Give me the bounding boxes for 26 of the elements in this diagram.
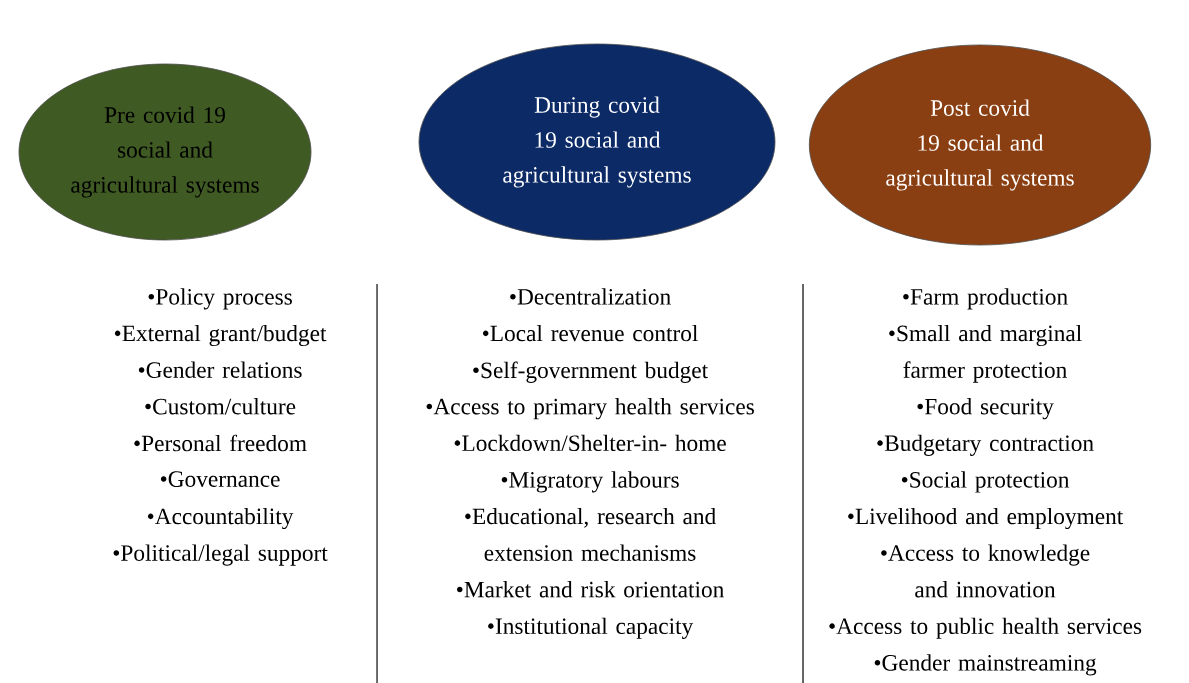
list-item: •Decentralization: [510, 288, 671, 305]
list-item: •Accountability: [147, 507, 294, 530]
list-item: •Small and marginal farmer protection: [889, 324, 1082, 383]
list-item: •Market and risk orientation: [457, 581, 724, 598]
list-item: •Educational, research and extension mechanisms: [465, 507, 716, 561]
list-item: •Governance: [160, 471, 280, 487]
list-item: •Farm production: [903, 288, 1068, 310]
list-item: •Local revenue control: [482, 324, 698, 342]
list-item: •External grant/budget: [114, 324, 327, 347]
list-item: •Political/legal support: [113, 544, 328, 566]
list-item: •Budgetary contraction: [877, 434, 1094, 456]
list-item: •Gender mainstreaming: [874, 654, 1097, 676]
list-item: •Gender relations: [138, 361, 302, 378]
list-item: •Migratory labours: [501, 471, 679, 493]
list-item: •Institutional capacity: [488, 617, 694, 639]
list-item: •Social protection: [901, 471, 1070, 493]
list-item: •Self-government budget: [473, 361, 708, 383]
list-item: •Policy process: [148, 288, 292, 310]
list-item: •Access to primary health services: [426, 398, 754, 420]
list-item: •Access to public health services: [829, 617, 1142, 639]
list-item: •Food security: [917, 398, 1054, 420]
list-item: •Livelihood and employment: [848, 507, 1124, 530]
list-item: •Lockdown/Shelter-in- home: [454, 434, 726, 452]
list-item: •Personal freedom: [134, 434, 307, 452]
list-item: •Custom/culture: [145, 398, 296, 415]
list-item: •Access to knowledge and innovation: [881, 544, 1090, 598]
